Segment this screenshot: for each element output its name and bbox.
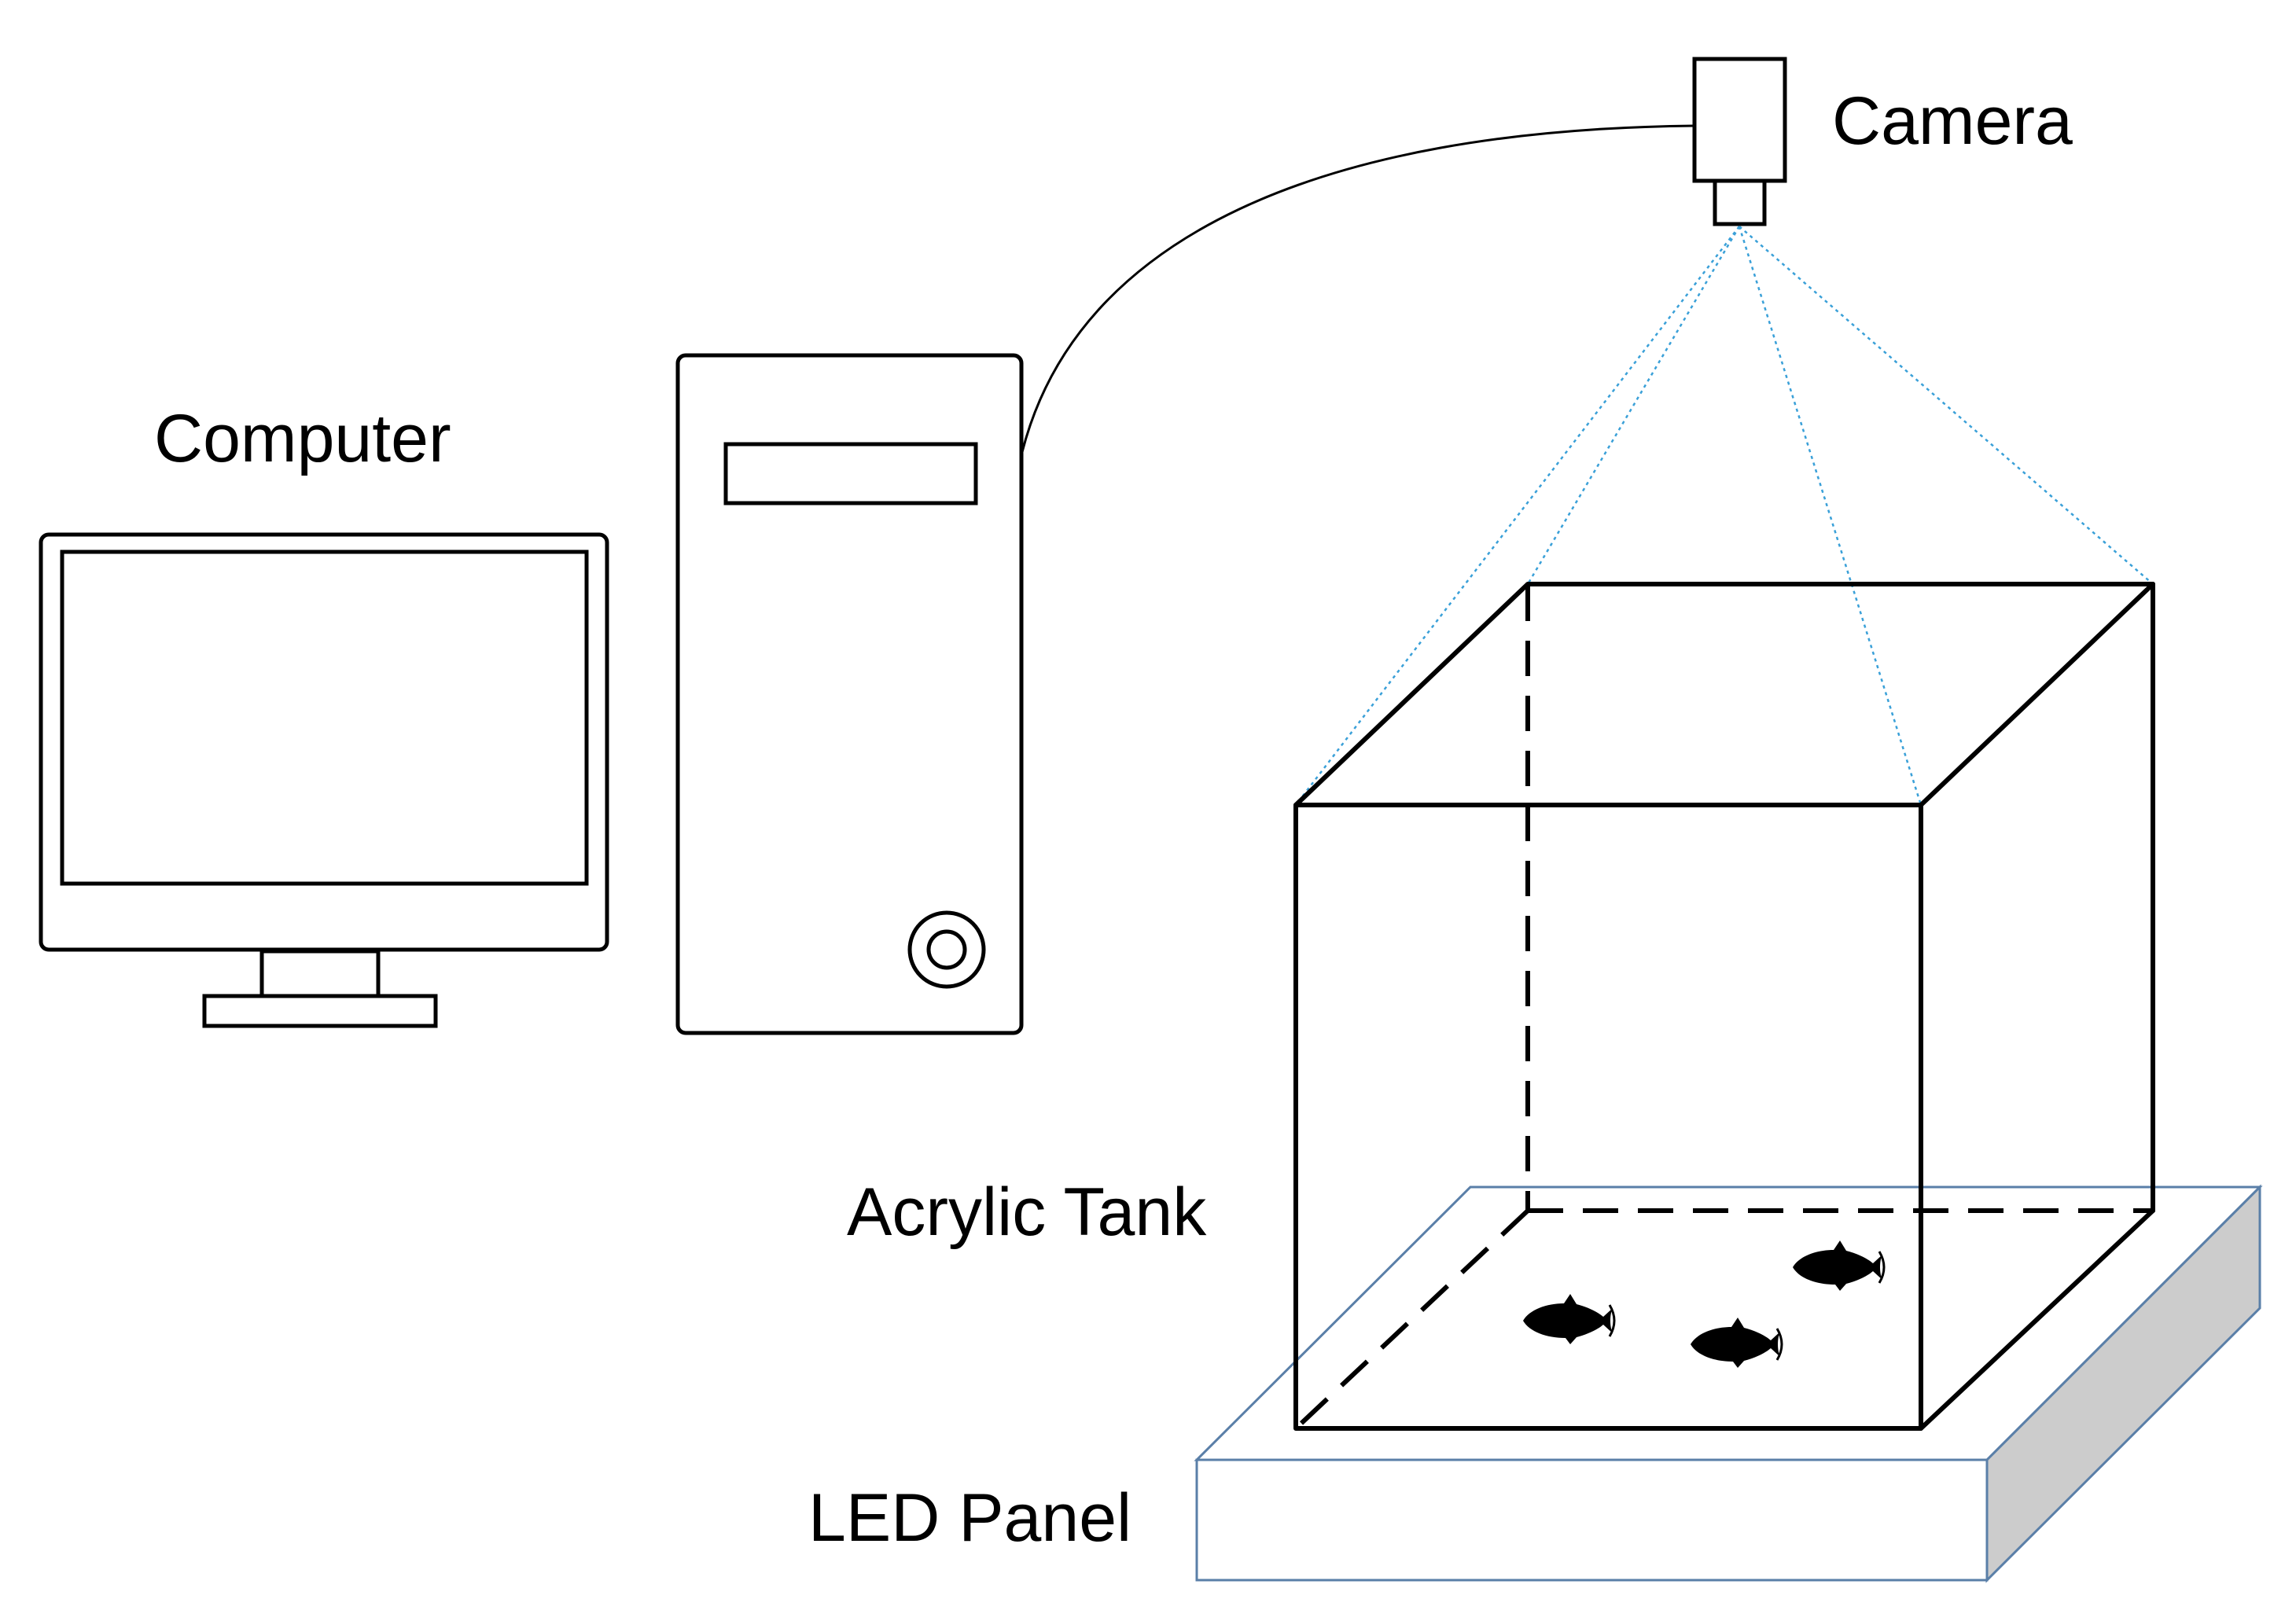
tank-label: Acrylic Tank — [847, 1174, 1207, 1250]
monitor-icon — [39, 532, 609, 1028]
led-panel — [1194, 1184, 2263, 1583]
computer-label: Computer — [154, 401, 451, 476]
camera-cable — [1021, 124, 1695, 453]
computer-tower-icon — [675, 353, 1024, 1035]
led-panel-label: LED Panel — [808, 1480, 1131, 1556]
camera-view-lines — [1295, 226, 2154, 806]
camera-icon — [1692, 57, 1787, 226]
camera-label: Camera — [1832, 83, 2073, 159]
acrylic-tank — [1293, 582, 2155, 1431]
